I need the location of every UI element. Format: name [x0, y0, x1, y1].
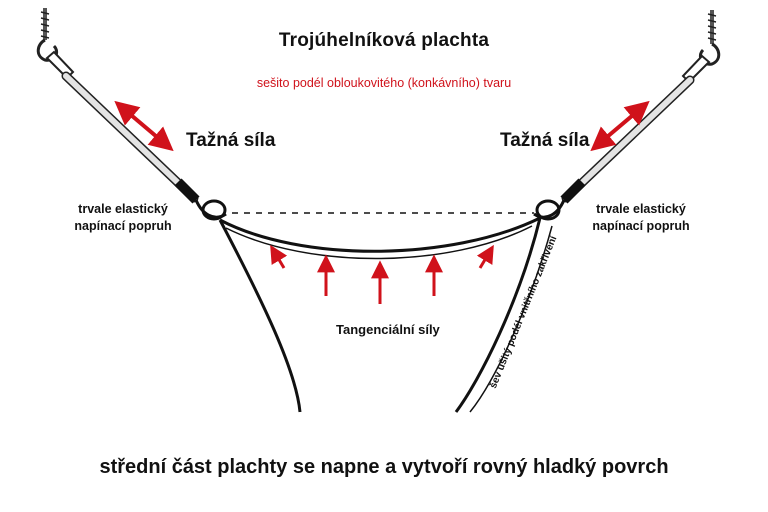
right-strap-line1: trvale elastický	[596, 202, 686, 216]
diagram-title: Trojúhelníková plachta	[278, 30, 490, 51]
sail-shape	[218, 216, 553, 413]
left-strap-line2: napínací popruh	[74, 219, 172, 233]
right-strap-line2: napínací popruh	[592, 219, 690, 233]
right-tension-arrow-icon	[590, 100, 650, 152]
diagram-subtitle: sešito podél obloukovitého (konkávního) …	[256, 76, 512, 90]
tangential-forces-label: Tangenciální síly	[336, 322, 440, 337]
left-strap-label: trvale elastický napínací popruh	[64, 201, 182, 235]
right-strap-label: trvale elastický napínací popruh	[582, 201, 700, 235]
left-tension-arrow-icon	[114, 100, 174, 152]
left-strap-line1: trvale elastický	[78, 202, 168, 216]
right-wall-hook-icon	[681, 10, 721, 84]
tangential-arrow-icon	[476, 244, 494, 269]
bottom-caption: střední část plachty se napne a vytvoří …	[99, 456, 669, 478]
left-wall-hook-icon	[36, 8, 75, 80]
tangential-arrow-icon	[270, 244, 288, 269]
left-force-label: Tažná síla	[186, 130, 276, 151]
right-force-label: Tažná síla	[500, 130, 590, 151]
tangential-arrows	[270, 244, 494, 304]
